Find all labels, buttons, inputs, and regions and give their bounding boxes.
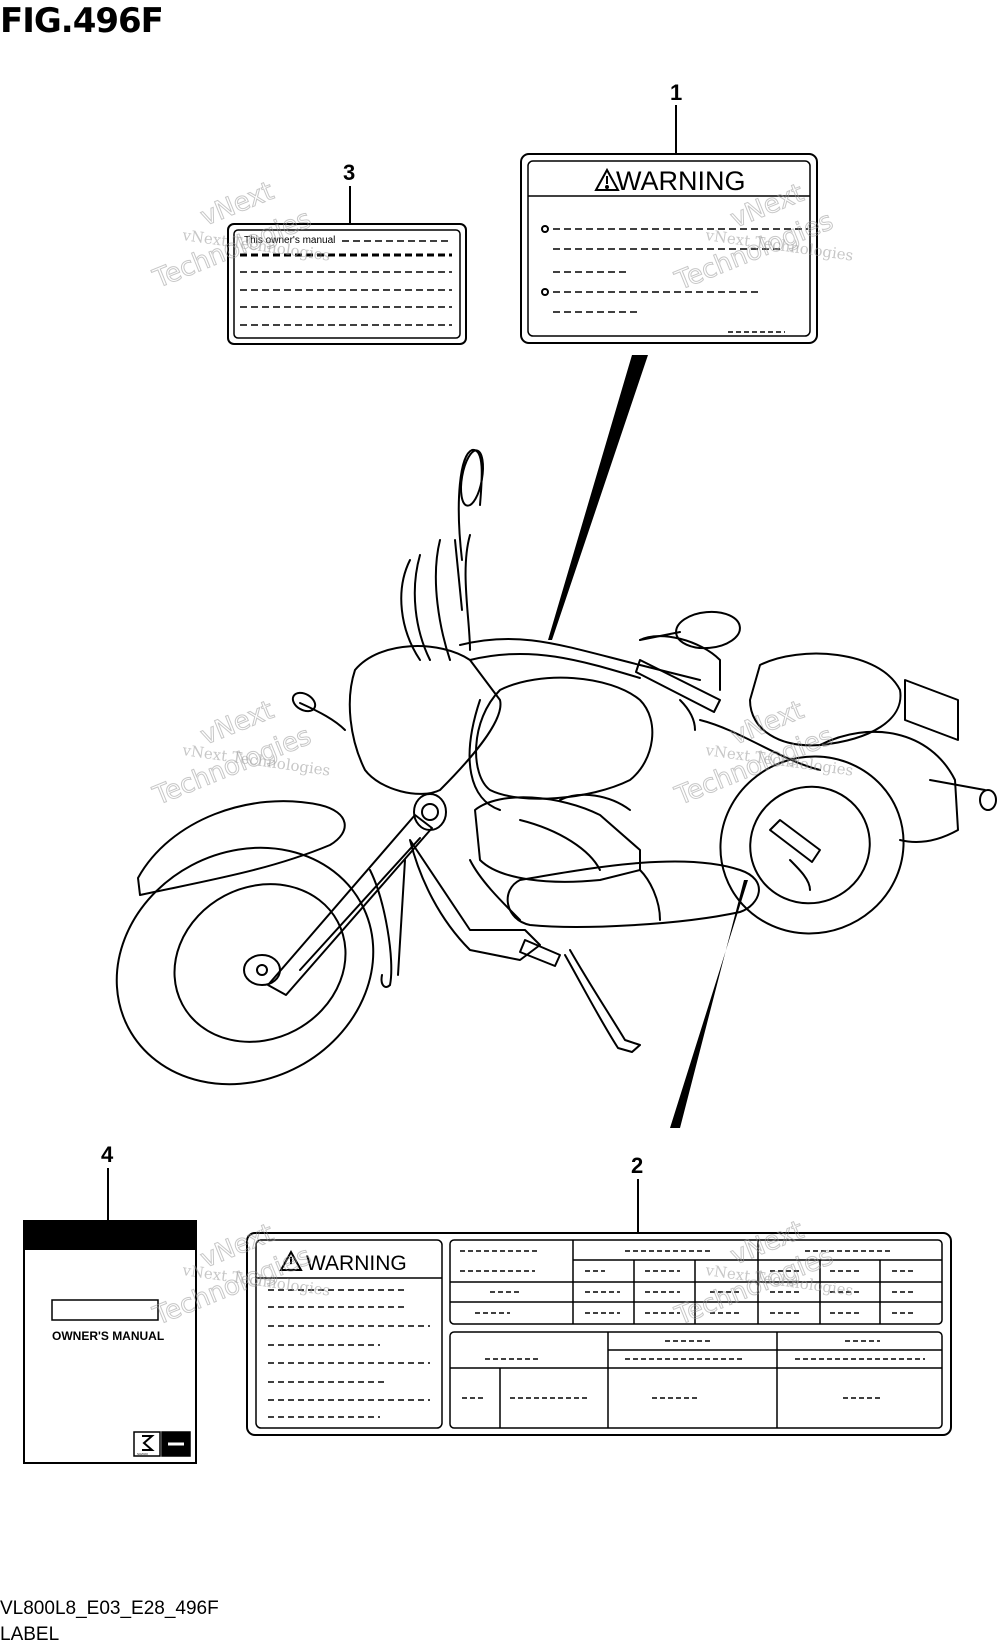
figure-title: FIG.496F	[0, 1, 164, 41]
suzuki-logo-icon	[142, 1435, 155, 1451]
label-2	[246, 1232, 952, 1436]
label-3-text: This owner's manual	[244, 235, 335, 246]
label-3	[227, 223, 467, 345]
label-1-heading: WARNING	[616, 166, 746, 196]
warning-triangle-icon	[594, 167, 620, 191]
callout-2-pointer	[670, 880, 748, 1128]
caption-code: VL800L8_E03_E28_496F	[0, 1598, 219, 1619]
owners-manual	[23, 1220, 197, 1464]
warning-triangle-icon	[279, 1249, 303, 1271]
watermark: vNext vNext Technologies Technologies vN…	[148, 176, 855, 1333]
label-2-heading: WARNING	[306, 1252, 407, 1275]
callout-3: 3	[343, 160, 355, 185]
label-1	[520, 153, 818, 344]
callout-1-pointer	[548, 355, 648, 640]
caption-name: LABEL	[0, 1624, 60, 1645]
manual-title: OWNER'S MANUAL	[52, 1329, 164, 1343]
manual-logo-text: SUZUKI	[137, 1452, 148, 1456]
callout-4: 4	[101, 1142, 114, 1167]
callout-2: 2	[631, 1153, 643, 1178]
motorcycle-illustration	[115, 449, 997, 1086]
callout-1: 1	[670, 80, 682, 105]
